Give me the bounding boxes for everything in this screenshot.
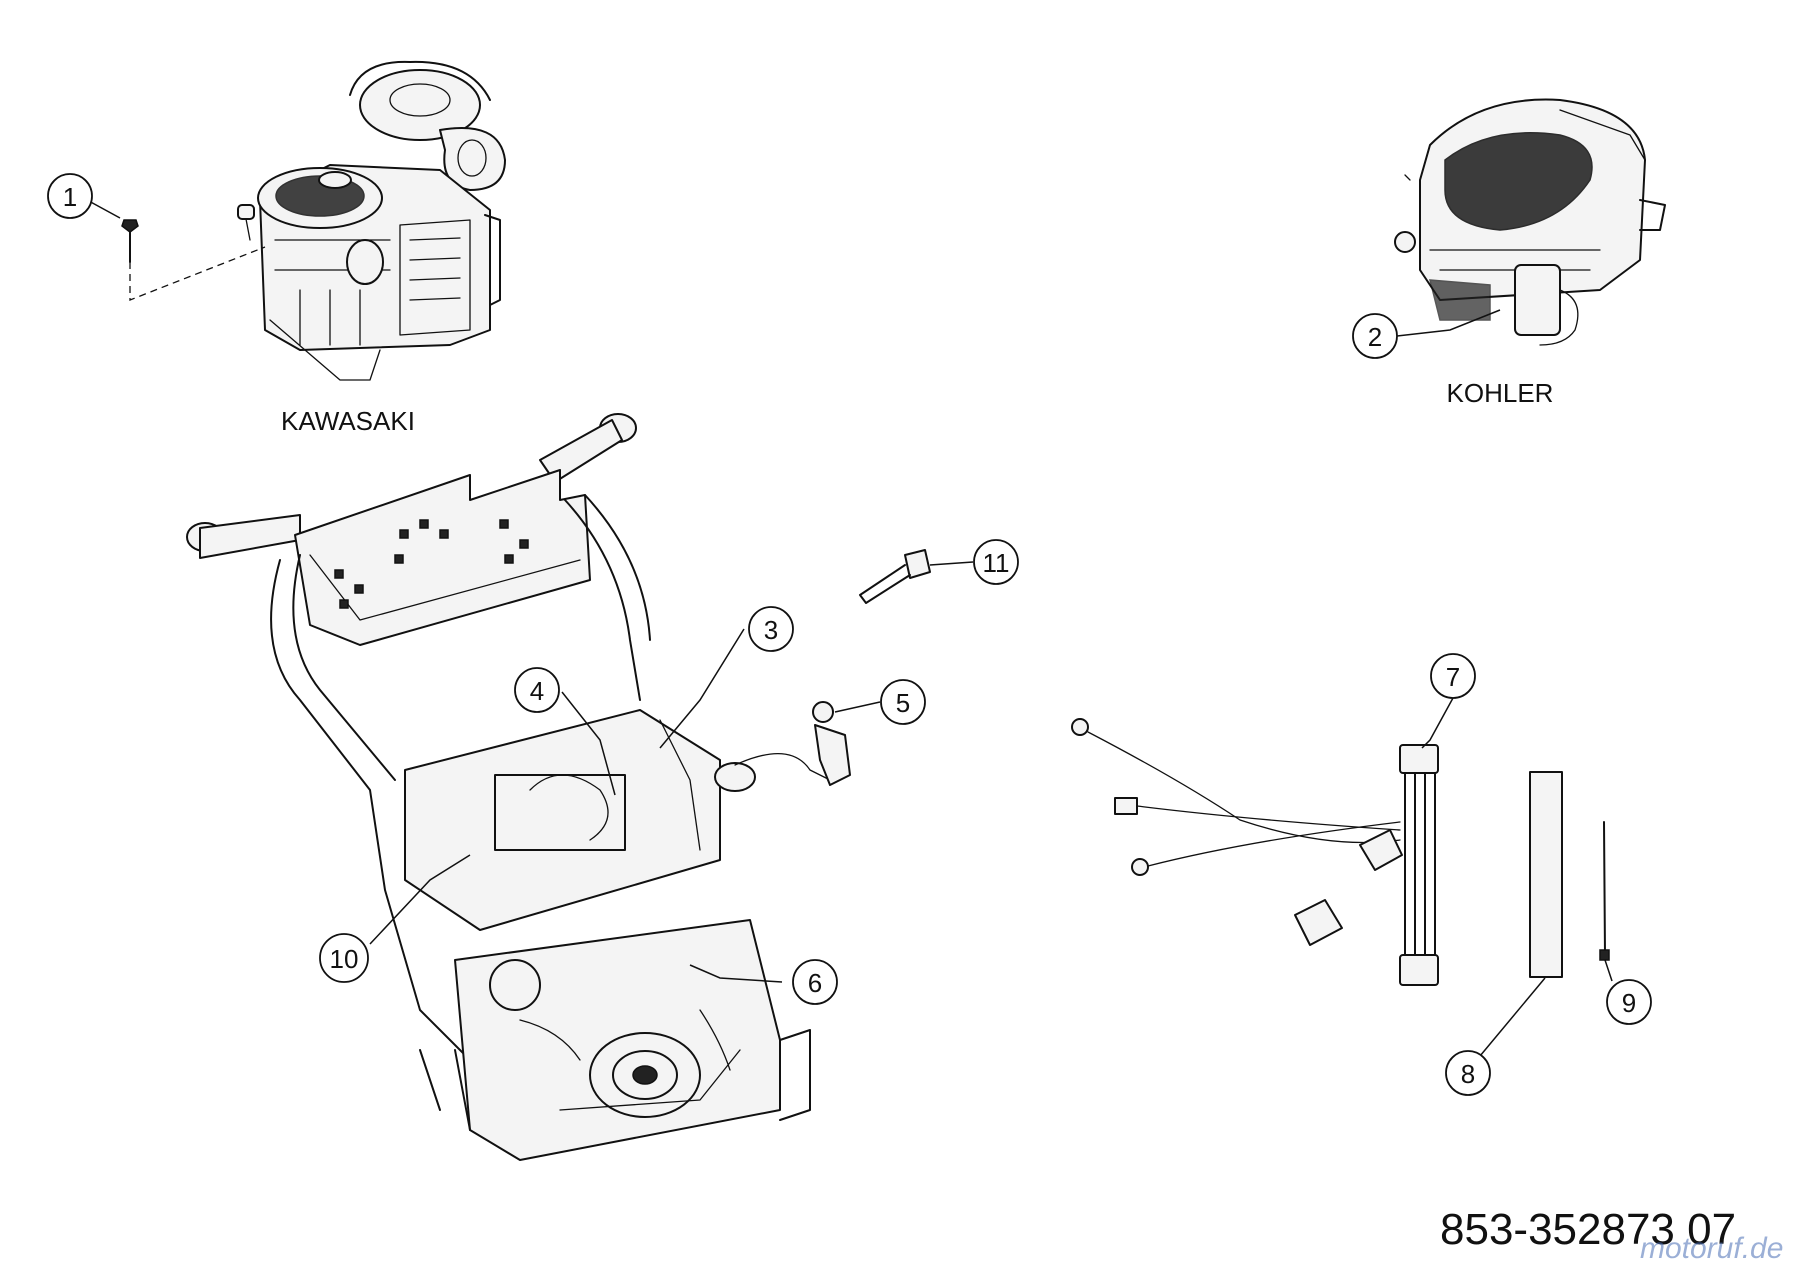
frame-assembly-drawing bbox=[186, 413, 831, 1161]
callout-10: 10 bbox=[319, 933, 369, 983]
kawasaki-engine-drawing bbox=[237, 60, 506, 381]
kohler-label: KOHLER bbox=[1447, 378, 1554, 408]
callout-3-number: 3 bbox=[764, 615, 778, 645]
callout-6: 6 bbox=[792, 959, 838, 1005]
callout-11-number: 11 bbox=[983, 548, 1010, 578]
callout-6-number: 6 bbox=[808, 968, 822, 998]
callout-4: 4 bbox=[514, 667, 560, 713]
diagram-part-number: 853-352873 07 bbox=[1440, 1205, 1736, 1254]
callout-8: 8 bbox=[1445, 1050, 1491, 1096]
callout-5-number: 5 bbox=[896, 688, 910, 718]
watermark-logo: motoruf.de bbox=[1640, 1232, 1783, 1265]
callout-7: 7 bbox=[1430, 653, 1476, 699]
sleeve-drawing bbox=[1529, 771, 1563, 978]
wire-harness-drawing bbox=[1071, 718, 1439, 986]
switch-drawing bbox=[812, 701, 851, 786]
callout-2: 2 bbox=[1352, 313, 1398, 359]
bolt-drawing bbox=[121, 219, 139, 263]
callout-7-number: 7 bbox=[1446, 662, 1460, 692]
callout-2-number: 2 bbox=[1368, 322, 1382, 352]
callout-3: 3 bbox=[748, 606, 794, 652]
cable-tie-drawing bbox=[1599, 821, 1610, 961]
callout-9-number: 9 bbox=[1622, 988, 1636, 1018]
callout-8-number: 8 bbox=[1461, 1059, 1475, 1089]
leader-lines bbox=[86, 199, 1613, 1063]
kawasaki-label: KAWASAKI bbox=[281, 406, 415, 436]
key-drawing bbox=[859, 549, 931, 604]
callout-9: 9 bbox=[1606, 979, 1652, 1025]
callout-1-number: 1 bbox=[63, 182, 77, 212]
callout-11: 11 bbox=[973, 539, 1019, 585]
callout-5: 5 bbox=[880, 679, 926, 725]
kohler-engine-drawing bbox=[1394, 98, 1666, 346]
callout-4-number: 4 bbox=[530, 676, 544, 706]
callout-1: 1 bbox=[47, 173, 93, 219]
callout-10-number: 10 bbox=[330, 944, 359, 974]
